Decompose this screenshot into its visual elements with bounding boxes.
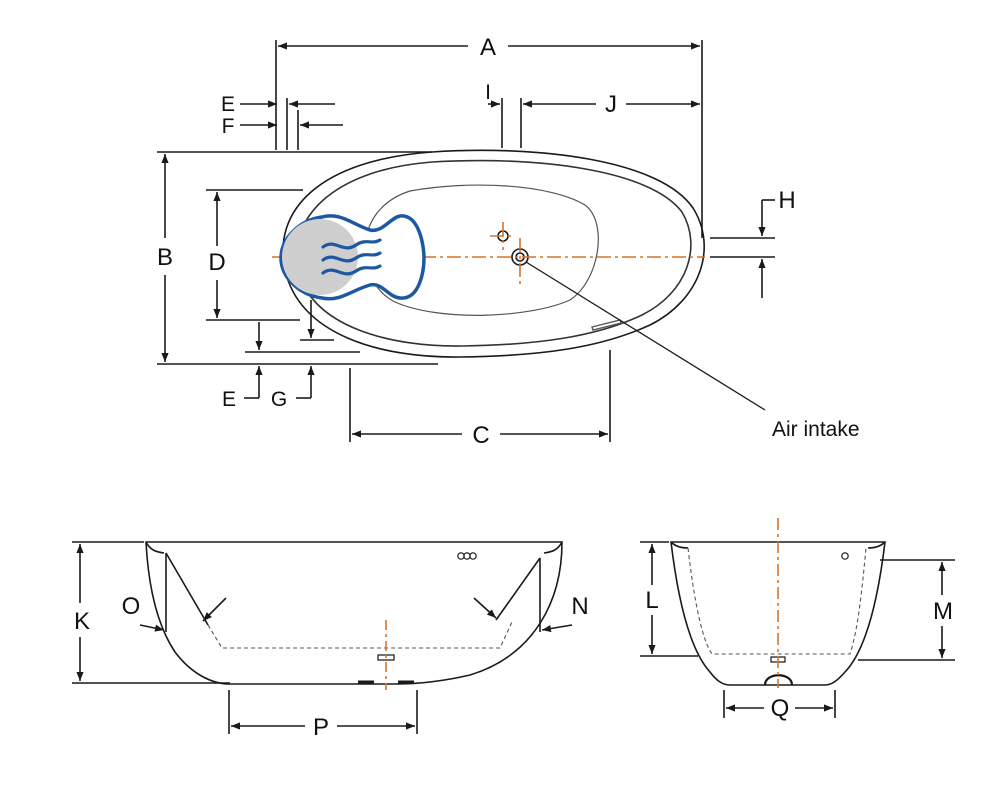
side-view-inner-basin: [207, 621, 513, 649]
label-e-top: E: [221, 93, 235, 116]
top-view-labels: A E F I J B D E G C H Air intake: [157, 34, 860, 449]
side-view-rim-left: [145, 541, 165, 554]
label-o: O: [122, 593, 141, 620]
label-p: P: [313, 714, 329, 741]
overflow-jet-3: [469, 552, 477, 560]
end-view-outline: [670, 541, 886, 686]
label-f: F: [222, 115, 235, 138]
side-view-labels: K O N P: [74, 593, 589, 741]
label-m: M: [933, 598, 953, 625]
air-intake-leader: [525, 261, 766, 411]
label-l: L: [645, 587, 658, 614]
dim-o-arrow-inner: [202, 597, 227, 622]
end-view-labels: L M Q: [645, 587, 953, 722]
end-view-drain-trap: [763, 674, 794, 686]
air-bath-icon: [279, 214, 426, 301]
label-e-bottom: E: [222, 388, 236, 411]
top-view-centerlines: [272, 222, 705, 285]
dim-n-arrow-inner: [473, 597, 497, 619]
label-a: A: [480, 34, 496, 61]
side-view-backrest-right: [495, 557, 541, 621]
side-view-drain: [377, 654, 395, 661]
air-intake-label: Air intake: [772, 418, 860, 441]
label-k: K: [74, 608, 90, 635]
label-g: G: [271, 388, 287, 411]
side-view-backrest-left: [165, 552, 209, 626]
dim-n-arrow: [541, 624, 573, 633]
label-b: B: [157, 244, 173, 271]
air-bath-icon-wave-3: [321, 264, 382, 276]
top-view: [157, 40, 775, 442]
label-j: J: [605, 91, 617, 118]
label-q: Q: [771, 695, 790, 722]
end-view-rim-left: [670, 541, 689, 549]
end-view-overflow-jet: [841, 552, 849, 560]
side-view-rim-right: [543, 541, 563, 554]
end-view-drain: [770, 656, 786, 663]
side-view: [72, 541, 573, 734]
air-bath-icon-disc: [282, 219, 358, 295]
label-c: C: [472, 422, 489, 449]
dim-o-arrow: [139, 624, 165, 632]
end-view: [640, 541, 955, 718]
label-i: I: [485, 81, 491, 104]
label-h: H: [778, 187, 795, 214]
label-d: D: [208, 249, 225, 276]
end-view-rim-right: [867, 541, 886, 549]
side-view-outline: [145, 541, 563, 685]
end-view-inner-basin: [687, 547, 867, 655]
air-bath-icon-wave-1: [321, 238, 382, 250]
overflow-slot: [591, 319, 622, 331]
air-bath-icon-wave-2: [321, 251, 382, 263]
label-n: N: [571, 593, 588, 620]
